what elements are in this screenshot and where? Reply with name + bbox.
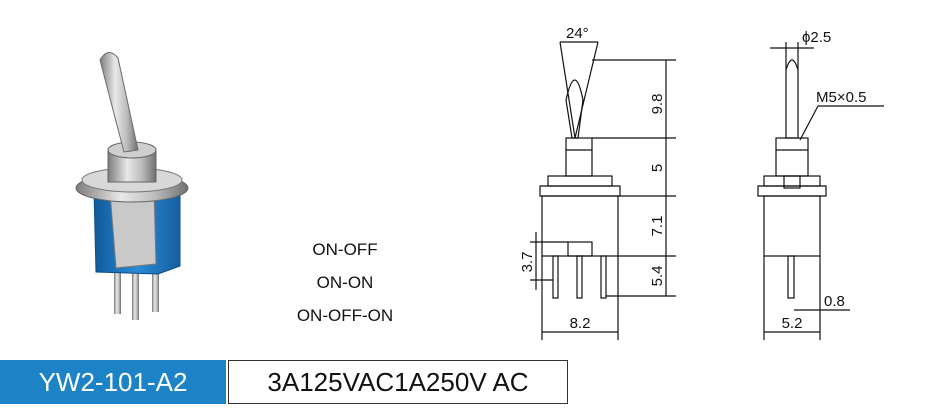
side-bushing [775,137,809,177]
terminal-pin [152,266,159,312]
side-terminal [787,255,795,299]
front-body [541,195,619,257]
toggle-switch-photo [75,52,189,320]
side-key [783,175,801,189]
rating-text: 3A125VAC1A250V AC [228,360,568,404]
mode-on-on: ON-ON [316,273,374,292]
side-body [763,195,821,257]
front-nut [547,175,613,187]
label-side-width: 5.2 [782,315,803,332]
terminal-pin [114,268,121,314]
switch-mode-list: ON-OFF ON-ON ON-OFF-ON [276,233,414,332]
side-nut [763,175,821,187]
side-lever-outline [785,59,799,139]
mode-on-off: ON-OFF [312,240,378,259]
side-plate [757,185,827,197]
terminal-pin [132,272,139,320]
label-terminal-thickness: 0.8 [824,293,845,310]
angle-line [559,41,576,139]
label-terminal-offset: 3.7 [519,252,536,273]
leader-thread [799,105,819,141]
label-body-width: 8.2 [570,315,591,332]
front-bushing [565,137,593,177]
label-body-height: 7.1 [649,216,666,237]
label-thread: M5×0.5 [816,89,866,106]
front-terminal [600,255,607,299]
front-terminal [576,255,583,299]
label-lever-diameter: ϕ2.5 [802,29,831,46]
label-lever-length: 9.8 [649,94,666,115]
model-number: YW2-101-A2 [0,360,226,404]
lever [99,52,139,153]
front-terminal-block [567,241,593,257]
front-plate [539,185,621,197]
front-terminal [552,255,559,299]
front-lever-outline [565,79,584,139]
mode-on-off-on: ON-OFF-ON [296,306,394,325]
angle-line [574,41,599,139]
label-lever-angle: 24° [566,25,589,42]
label-bushing-height: 5 [649,164,666,172]
dimension-drawing: 24° ϕ2.5 M5×0.5 9.8 5 7.1 5.4 3.7 8.2 5.… [519,25,884,340]
label-terminal-length: 5.4 [649,266,666,287]
